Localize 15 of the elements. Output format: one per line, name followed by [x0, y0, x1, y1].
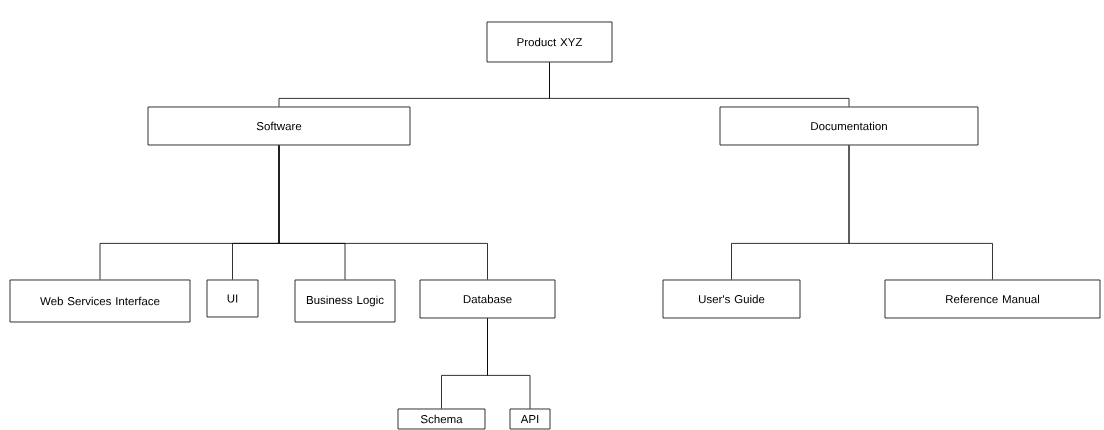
connector-line: [487, 318, 531, 409]
box: Web Services Interface: [9, 279, 191, 323]
box: Software: [147, 106, 411, 146]
box: User's Guide: [662, 279, 801, 319]
box: Documentation: [719, 106, 979, 146]
box: Product XYZ: [486, 21, 613, 63]
connector-line: [848, 145, 993, 280]
box: UI: [206, 279, 259, 318]
box: Database: [419, 279, 556, 319]
box: Reference Manual: [884, 279, 1101, 319]
box: Schema: [397, 408, 486, 430]
connector-line: [549, 62, 850, 107]
box: API: [509, 408, 551, 430]
connector-line: [278, 145, 488, 280]
box: Business Logic: [294, 279, 396, 323]
